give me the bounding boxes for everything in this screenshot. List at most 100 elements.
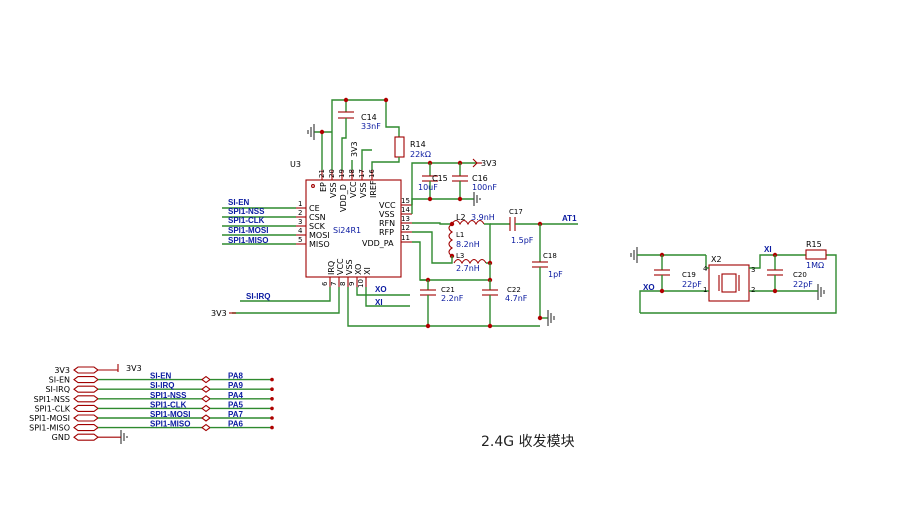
chip-pin-num-20: 20	[328, 169, 336, 178]
chip-pin-vcc: VCC	[379, 201, 396, 210]
connector-junction	[201, 375, 211, 384]
chip-pin-num-1: 1	[298, 200, 302, 208]
chip-pin-vcc-18: VCC	[349, 181, 358, 198]
connector-pin-shape	[73, 395, 99, 403]
c18-ref: C18	[543, 252, 557, 260]
chip-pin-miso: MISO	[309, 240, 330, 249]
connector-pin-label: SPI1-MOSI	[29, 414, 70, 423]
net-3v3-bottom: 3V3	[211, 309, 227, 318]
connector-end-dot	[270, 377, 274, 382]
connector-pin-shape	[73, 366, 99, 374]
chip-part: Si24R1	[333, 226, 361, 235]
connector-net-label: SI-IRQ	[150, 381, 174, 390]
connector-junction	[201, 423, 211, 432]
net-si-en: SI-EN	[228, 198, 250, 207]
connector-end-dot	[270, 387, 274, 392]
chip-signal-wires	[222, 207, 340, 314]
c17-ref: C17	[509, 208, 523, 216]
chip-pin-ce: CE	[309, 204, 320, 213]
connector-port-label: PA4	[228, 391, 244, 400]
connector-end-dot	[270, 425, 274, 430]
chip-pin-num-17: 17	[358, 169, 366, 178]
page-title: 2.4G 收发模块	[481, 434, 575, 450]
chip-pin-vss: VSS	[379, 210, 395, 219]
connector-pin-label: SPI1-CLK	[34, 404, 70, 413]
x2-pin-4: 4	[703, 265, 708, 273]
c20-value: 22pF	[793, 280, 813, 289]
c18-value: 1pF	[548, 270, 563, 279]
c16-value: 100nF	[472, 183, 497, 192]
connector-pin-shape	[73, 433, 99, 441]
chip-pin-vss-17: VSS	[359, 182, 368, 198]
connector-net-label: SPI1-CLK	[150, 400, 187, 409]
chip-pin-num-6: 6	[321, 281, 329, 286]
connector-net-label: SI-EN	[150, 372, 172, 381]
chip-pin-num-13: 13	[401, 215, 410, 223]
connector-port-label: PA6	[228, 420, 244, 429]
chip-pin-xi: XI	[363, 267, 372, 275]
connector-pin-label: GND	[52, 433, 70, 442]
chip-ref: U3	[290, 160, 301, 169]
chip-pin-num-15: 15	[401, 197, 410, 205]
connector-pin-label: 3V3	[54, 366, 70, 375]
l3-value: 2.7nH	[456, 264, 480, 273]
chip-pin-num-2: 2	[298, 209, 302, 217]
chip-pin-num-8: 8	[339, 282, 347, 286]
c21-value: 2.2nF	[441, 294, 464, 303]
connector-port-label: PA9	[228, 381, 244, 390]
connector-pin-shape	[73, 414, 99, 422]
l2-value: 3.9nH	[471, 213, 495, 222]
net-at1: AT1	[562, 214, 577, 223]
chip-pin-num-18: 18	[348, 169, 356, 178]
rf-matching-section: L2 3.9nH L1 8.2nH L3 2.7nH C17 1.5pF AT1…	[347, 208, 578, 329]
chip-pin-num-14: 14	[401, 206, 410, 214]
c15-ref: C15	[432, 174, 448, 183]
connector-pin-label: SPI1-MISO	[29, 424, 70, 433]
c17-value: 1.5pF	[511, 236, 534, 245]
connector-port-label: PA7	[228, 410, 244, 419]
c22-value: 4.7nF	[505, 294, 528, 303]
x2-ref: X2	[711, 255, 722, 264]
chip-u3: U3 Si24R1 1 CE 2 CSN 3 SCK 4 MOSI 5 MISO…	[290, 160, 412, 288]
chip-pin-num-7: 7	[330, 282, 338, 286]
chip-pin-num-4: 4	[298, 227, 303, 235]
crystal-section: C19 22pF XO X2 4 3 1 2 XI C20 22pF R15 1…	[637, 240, 837, 314]
chip-pin-ep: EP	[319, 182, 328, 192]
connector-pin-shape	[73, 404, 99, 412]
c14-ref: C14	[361, 113, 377, 122]
c16-ref: C16	[472, 174, 488, 183]
c22-ref: C22	[507, 286, 521, 294]
chip-pin-rfn: RFN	[379, 219, 395, 228]
x2-pin-3: 3	[751, 266, 755, 274]
l3-ref: L3	[456, 252, 464, 260]
chip-pin-num-5: 5	[298, 236, 302, 244]
c14-value: 33nF	[361, 122, 381, 131]
top-power-section: C14 33nF 3V3 R14 22kΩ 3V3 C15 10uF C16 1…	[314, 97, 497, 214]
net-si-irq: SI-IRQ	[246, 292, 270, 301]
chip-pin-vss-20: VSS	[329, 182, 338, 198]
net-spi1-mosi: SPI1-MOSI	[228, 226, 268, 235]
connector-junction	[201, 414, 211, 422]
chip-pin-vdd-pa: VDD_PA	[362, 239, 394, 248]
connector-net-label: SPI1-MISO	[150, 420, 190, 429]
chip-pin-num-11: 11	[401, 234, 410, 242]
connector-junction	[201, 385, 211, 393]
connector-net-label: SPI1-NSS	[150, 391, 187, 400]
connector-pin-shape	[73, 376, 99, 384]
chip-pin-vss-8: VSS	[345, 259, 354, 275]
net-xi-chip: XI	[375, 298, 383, 307]
c15-value: 10uF	[418, 183, 438, 192]
l1-ref: L1	[456, 231, 464, 239]
c19-value: 22pF	[682, 280, 702, 289]
chip-body	[305, 179, 402, 278]
connector-net-label: SPI1-MOSI	[150, 410, 190, 419]
connector-port-label: PA8	[228, 372, 244, 381]
chip-pin-num-9: 9	[348, 282, 356, 286]
net-spi1-miso: SPI1-MISO	[228, 236, 268, 245]
chip-pin-num-3: 3	[298, 218, 302, 226]
chip-pin-vcc-7: VCC	[336, 258, 345, 275]
chip-pin-sck: SCK	[309, 222, 326, 231]
chip-pin-num-16: 16	[368, 169, 376, 178]
net-xi-crystal: XI	[764, 245, 772, 254]
chip-pin-csn: CSN	[309, 213, 326, 222]
